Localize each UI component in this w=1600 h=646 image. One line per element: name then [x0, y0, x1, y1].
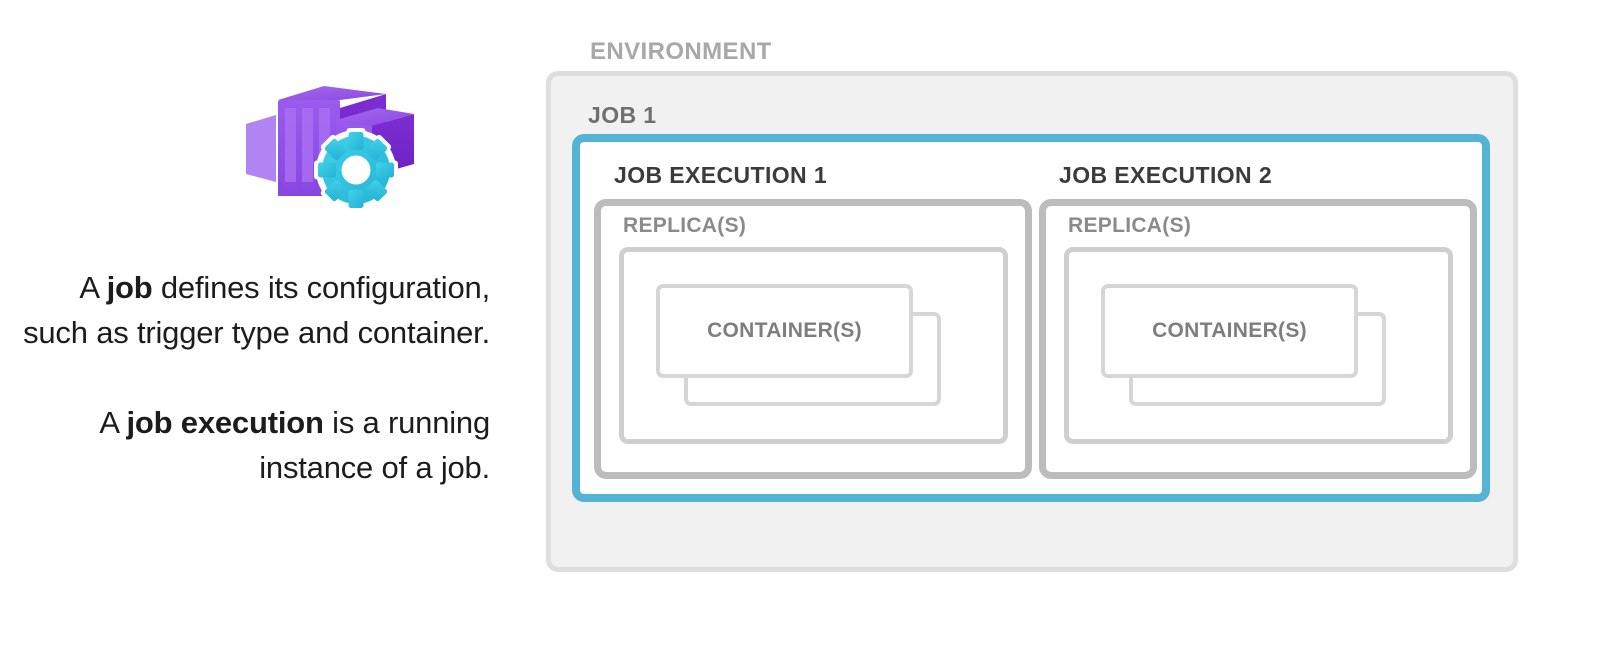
job-execution-label: JOB EXECUTION 2: [1059, 162, 1273, 188]
container-box-front: CONTAINER(S): [656, 284, 913, 378]
replica-box: CONTAINER(S): [619, 247, 1008, 444]
replica-group-box: REPLICA(S) CONTAINER(S): [1039, 199, 1477, 479]
container-stack: CONTAINER(S): [656, 284, 956, 414]
replica-label: REPLICA(S): [1068, 214, 1192, 237]
job-execution-2: JOB EXECUTION 2 REPLICA(S) CONTAINER(S): [1033, 152, 1481, 484]
paragraph-job-execution-definition: A job execution is a running instance of…: [99, 405, 490, 485]
container-box-front: CONTAINER(S): [1101, 284, 1358, 378]
job-execution-1: JOB EXECUTION 1 REPLICA(S) CONTAINER(S): [588, 152, 1036, 484]
container-stack: CONTAINER(S): [1101, 284, 1401, 414]
container-label: CONTAINER(S): [707, 319, 862, 342]
container-label: CONTAINER(S): [1152, 319, 1307, 342]
azure-container-apps-jobs-icon: [238, 82, 418, 217]
job-label: JOB 1: [588, 102, 657, 128]
replica-label: REPLICA(S): [623, 214, 747, 237]
explanation-panel: A job defines its configuration, such as…: [0, 0, 520, 646]
replica-group-box: REPLICA(S) CONTAINER(S): [594, 199, 1032, 479]
replica-box: CONTAINER(S): [1064, 247, 1453, 444]
job-execution-label: JOB EXECUTION 1: [614, 162, 828, 188]
explanation-text: A job defines its configuration, such as…: [20, 265, 490, 490]
environment-diagram: ENVIRONMENT JOB 1 JOB EXECUTION 1 REPLIC…: [540, 0, 1600, 646]
environment-label: ENVIRONMENT: [590, 38, 772, 65]
paragraph-job-definition: A job defines its configuration, such as…: [23, 270, 490, 350]
